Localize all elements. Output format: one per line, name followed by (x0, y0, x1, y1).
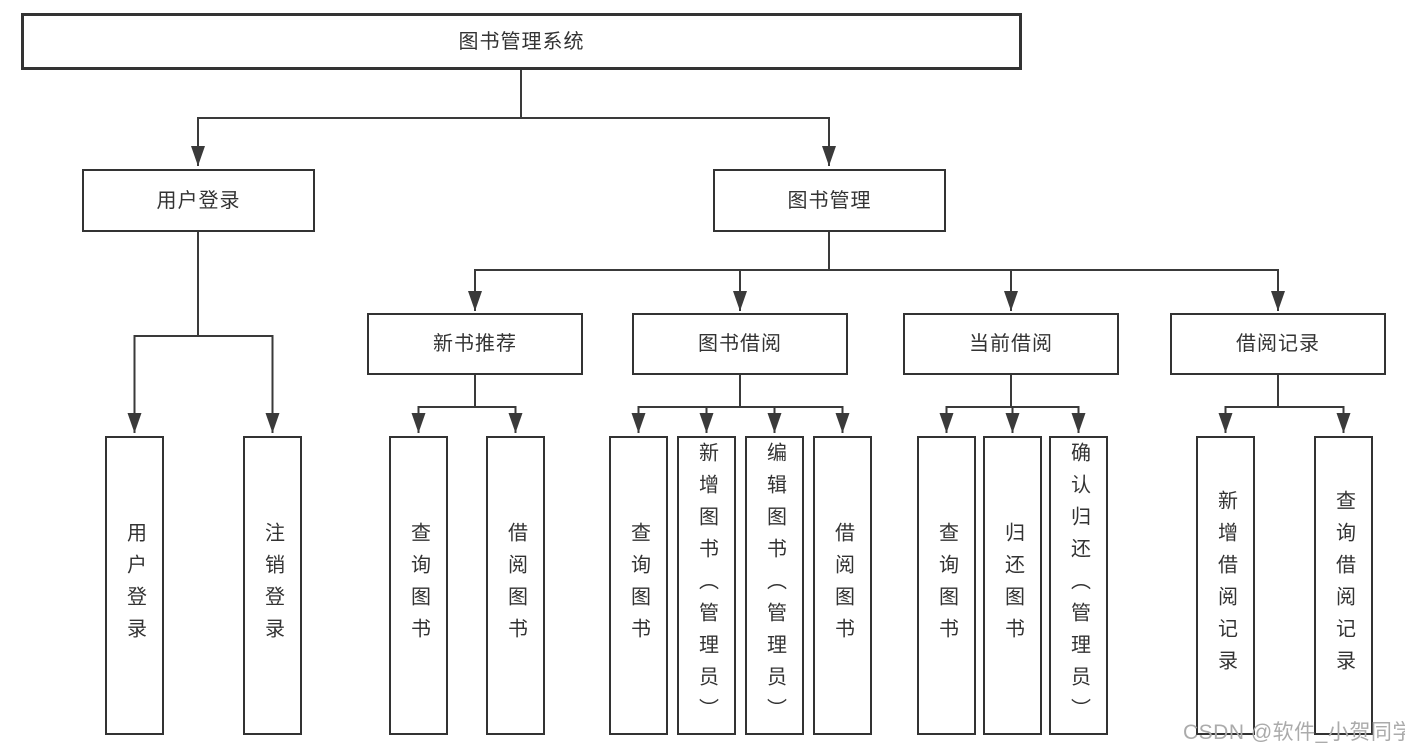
leaf-query-books: 查询图书 (609, 436, 668, 735)
node-book-management: 图书管理 (713, 169, 946, 232)
leaf-add-borrow-record: 新增借阅记录 (1196, 436, 1255, 735)
node-new-book-recommendation: 新书推荐 (367, 313, 583, 375)
leaf-logout: 注销登录 (243, 436, 302, 735)
leaf-user-login: 用户登录 (105, 436, 164, 735)
leaf-query-borrow-record: 查询借阅记录 (1314, 436, 1373, 735)
leaf-add-books-admin: 新增图书（管理员） (677, 436, 736, 735)
node-book-management-system: 图书管理系统 (21, 13, 1022, 70)
leaf-borrow-books: 借阅图书 (813, 436, 872, 735)
node-borrowing-records: 借阅记录 (1170, 313, 1386, 375)
csdn-watermark: CSDN @软件_小贺同学 (1183, 721, 1405, 744)
node-current-borrowing: 当前借阅 (903, 313, 1119, 375)
leaf-confirm-return-admin: 确认归还（管理员） (1049, 436, 1108, 735)
leaf-query-books: 查询图书 (917, 436, 976, 735)
leaf-edit-books-admin: 编辑图书（管理员） (745, 436, 804, 735)
node-user-login: 用户登录 (82, 169, 315, 232)
leaf-borrow-books: 借阅图书 (486, 436, 545, 735)
leaf-query-books: 查询图书 (389, 436, 448, 735)
node-book-borrowing: 图书借阅 (632, 313, 848, 375)
leaf-return-books: 归还图书 (983, 436, 1042, 735)
